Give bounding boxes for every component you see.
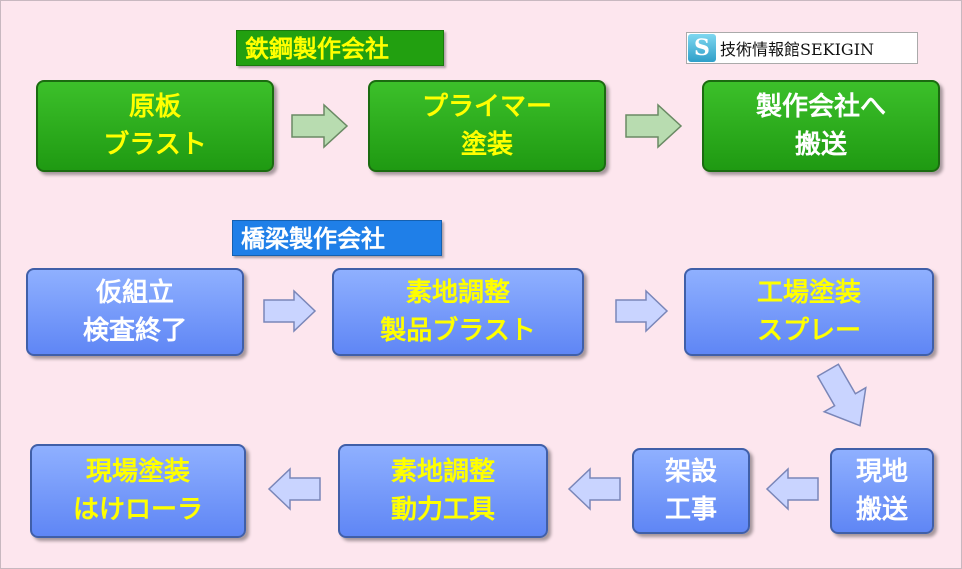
step-site-brush-roller: 現場塗装はけローラ [30,444,246,538]
arrow-right-icon [625,103,683,149]
step-surface-prep-blast: 素地調整製品ブラスト [332,268,584,356]
sekigin-logo: S 技術情報館SEKIGIN [686,32,918,64]
bridge-company-label: 橋梁製作会社 [232,220,442,256]
logo-s-icon: S [688,34,716,62]
step-surface-prep-power-tool: 素地調整動力工具 [338,444,548,538]
arrow-right-icon [291,103,349,149]
steel-company-label: 鉄鋼製作会社 [236,30,444,66]
step-transport-to-fabricator: 製作会社へ搬送 [702,80,940,172]
arrow-left-icon [765,467,819,511]
arrow-right-icon [263,289,317,333]
arrow-right-icon [615,289,669,333]
logo-text: 技術情報館SEKIGIN [720,40,875,59]
step-factory-spray: 工場塗装スプレー [684,268,934,356]
step-primer-coating: プライマー塗装 [368,80,606,172]
step-blast-base: 原板ブラスト [36,80,274,172]
step-erection: 架設工事 [632,448,750,534]
step-trial-assembly: 仮組立検査終了 [26,268,244,356]
arrow-left-icon [567,467,621,511]
step-site-transport: 現地搬送 [830,448,934,534]
arrow-left-icon [267,467,321,511]
arrow-down-icon [816,363,867,427]
